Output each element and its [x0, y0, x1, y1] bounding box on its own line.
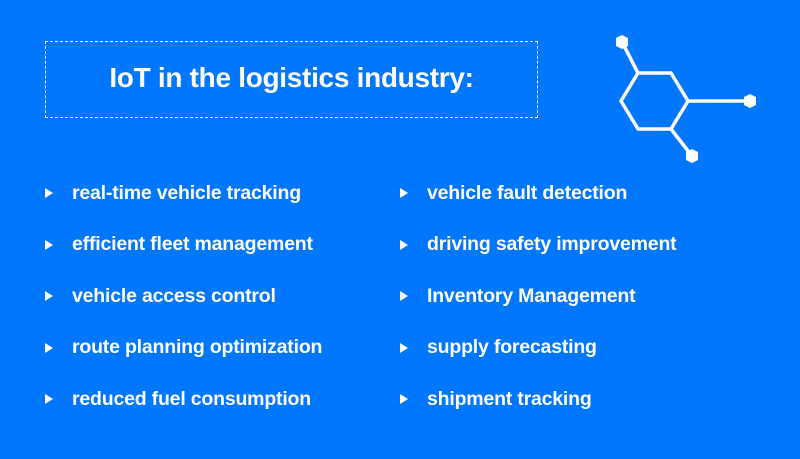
list-item-label: Inventory Management [427, 284, 636, 307]
triangle-bullet-icon [45, 394, 53, 404]
list-item: vehicle fault detection [397, 180, 676, 206]
triangle-bullet-icon [400, 239, 408, 250]
list-item-label: real-time vehicle tracking [72, 181, 301, 204]
list-item: shipment tracking [397, 386, 676, 412]
list-item-label: supply forecasting [427, 336, 597, 358]
list-item-label: reduced fuel consumption [72, 387, 311, 410]
list-item-label: vehicle access control [72, 284, 276, 307]
list-item: Inventory Management [397, 283, 676, 309]
left-feature-list: real-time vehicle tracking efficient fle… [42, 180, 322, 438]
triangle-bullet-icon [400, 342, 408, 353]
list-item-label: route planning optimization [72, 336, 323, 358]
triangle-bullet-icon [45, 188, 53, 198]
list-item: vehicle access control [42, 283, 322, 309]
triangle-bullet-icon [400, 188, 408, 198]
list-item: real-time vehicle tracking [42, 180, 322, 206]
list-item-label: vehicle fault detection [427, 181, 628, 204]
molecule-hexagon-icon [616, 35, 756, 163]
page-title: IoT in the logistics industry: [109, 61, 474, 93]
list-item-label: shipment tracking [427, 387, 592, 410]
right-feature-list: vehicle fault detection driving safety i… [397, 180, 677, 438]
triangle-bullet-icon [45, 239, 53, 250]
title-box: IoT in the logistics industry: [45, 41, 538, 118]
triangle-bullet-icon [45, 291, 53, 301]
list-item-label: driving safety improvement [427, 233, 677, 255]
triangle-bullet-icon [400, 291, 408, 301]
triangle-bullet-icon [400, 394, 408, 404]
list-item: driving safety improvement [397, 232, 677, 258]
list-item: efficient fleet management [42, 232, 322, 258]
list-item: route planning optimization [42, 335, 322, 361]
list-item: supply forecasting [397, 335, 676, 361]
list-item: reduced fuel consumption [42, 386, 322, 412]
list-item-label: efficient fleet management [72, 233, 313, 255]
triangle-bullet-icon [45, 342, 53, 353]
